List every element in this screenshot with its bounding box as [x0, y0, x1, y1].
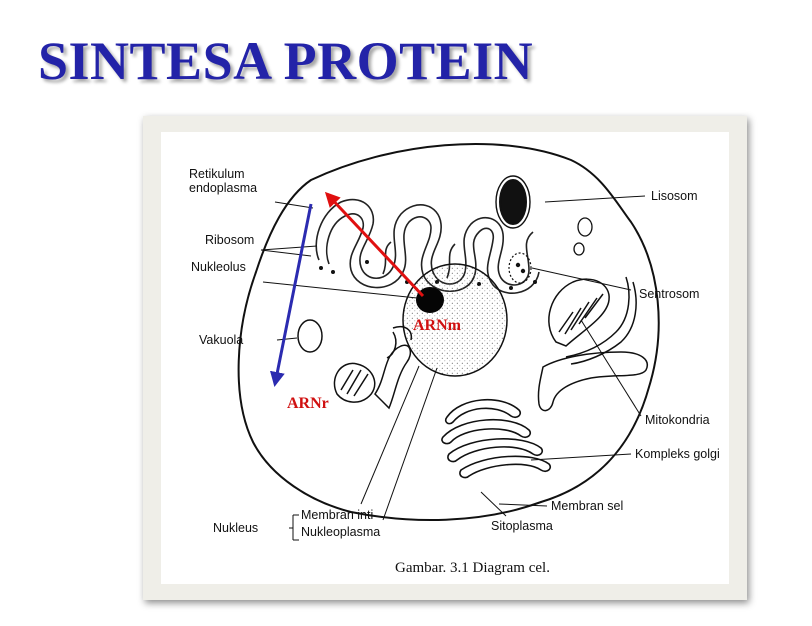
diagram-caption: Gambar. 3.1 Diagram cel. — [395, 560, 550, 576]
label-endoplasma: endoplasma — [189, 181, 257, 195]
label-nukleus: Nukleus — [213, 521, 258, 535]
arnm-arrow — [324, 191, 425, 298]
cell-membrane — [237, 143, 660, 522]
nucleolus — [416, 287, 444, 313]
label-ribosom: Ribosom — [205, 233, 254, 247]
label-vakuola: Vakuola — [199, 333, 243, 347]
centrosome — [508, 252, 532, 284]
label-mitokondria: Mitokondria — [645, 413, 710, 427]
vacuole — [297, 319, 323, 353]
golgi-complex — [441, 398, 552, 479]
lysosome — [499, 179, 527, 225]
label-membran-inti: Membran inti — [301, 508, 373, 522]
vesicle — [573, 242, 585, 256]
mitochondrion-left — [333, 326, 413, 410]
label-retikulum: Retikulum — [189, 167, 245, 181]
arnr-label: ARNr — [287, 395, 329, 412]
label-kompleks-golgi: Kompleks golgi — [635, 447, 720, 461]
vesicle — [577, 217, 593, 237]
label-nukleoplasma: Nukleoplasma — [301, 525, 380, 539]
label-sitoplasma: Sitoplasma — [491, 519, 553, 533]
arnm-label: ARNm — [413, 317, 462, 334]
label-membran-sel: Membran sel — [551, 499, 623, 513]
label-lisosom: Lisosom — [651, 189, 698, 203]
label-sentrosom: Sentrosom — [639, 287, 699, 301]
arnr-arrow — [269, 203, 313, 387]
diagram-area: Retikulum endoplasma Ribosom Nukleolus V… — [161, 132, 729, 584]
mitochondrion-right — [537, 276, 648, 412]
leader-lines — [260, 195, 646, 541]
label-nukleolus: Nukleolus — [191, 260, 246, 274]
picture-frame: Retikulum endoplasma Ribosom Nukleolus V… — [143, 116, 747, 600]
slide-title: SINTESA PROTEIN — [38, 31, 534, 91]
cell-diagram: Retikulum endoplasma Ribosom Nukleolus V… — [189, 143, 720, 576]
